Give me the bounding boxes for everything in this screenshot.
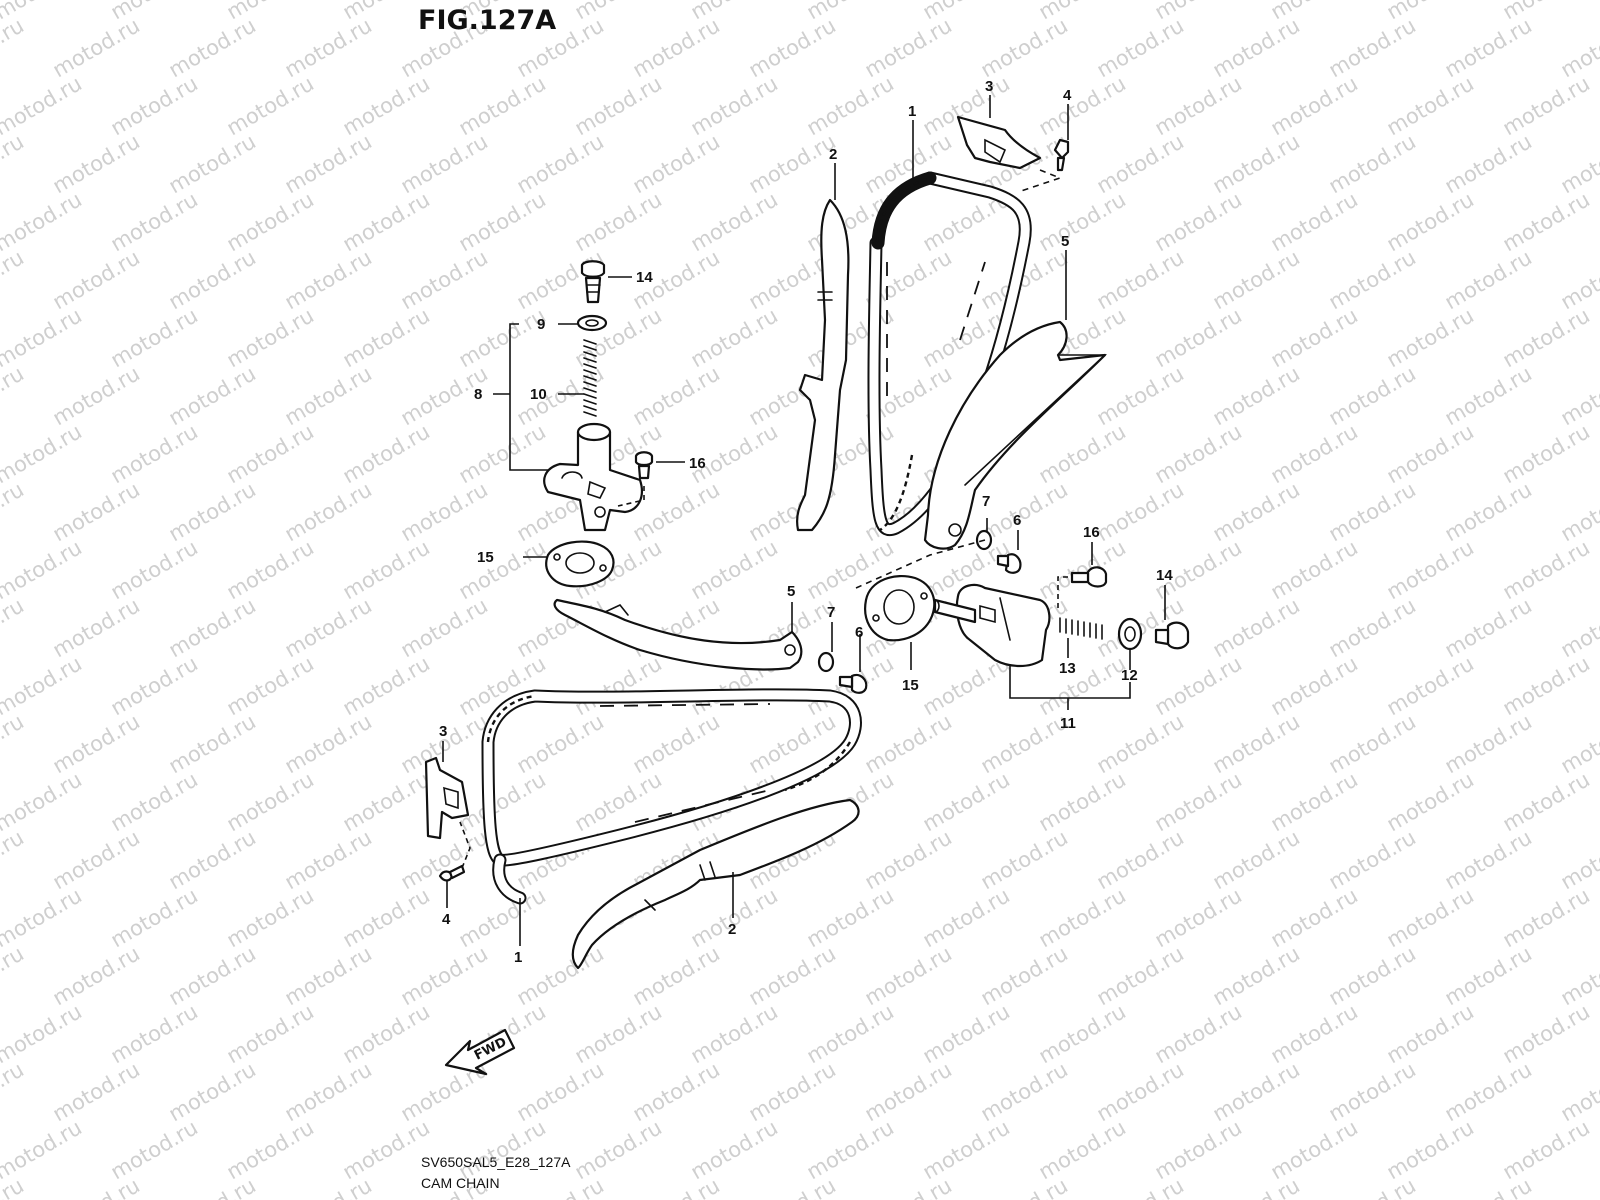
callout-8: 8 bbox=[474, 386, 482, 403]
callout-15-left: 15 bbox=[477, 549, 494, 566]
bolt-6-lower bbox=[838, 673, 868, 694]
tensioner-body-8 bbox=[543, 422, 643, 532]
callout-16-right: 16 bbox=[1083, 524, 1100, 541]
gasket-15-left bbox=[545, 540, 615, 588]
diagram-code: SV650SAL5_E28_127A bbox=[421, 1154, 571, 1170]
callout-1-upper: 1 bbox=[908, 103, 916, 120]
figure-title: FIG.127A bbox=[418, 5, 556, 36]
callout-2-lower: 2 bbox=[728, 921, 736, 938]
tensioner-bolt-14-left bbox=[580, 260, 606, 304]
callout-14-right: 14 bbox=[1156, 567, 1173, 584]
callout-3-upper: 3 bbox=[985, 78, 993, 95]
callout-9: 9 bbox=[537, 316, 545, 333]
callout-5-upper: 5 bbox=[1061, 233, 1069, 250]
callout-12: 12 bbox=[1121, 667, 1138, 684]
callout-7-lower: 7 bbox=[827, 604, 835, 621]
bolt-16-right bbox=[1057, 566, 1108, 612]
callout-13: 13 bbox=[1059, 660, 1076, 677]
callout-2-upper: 2 bbox=[829, 146, 837, 163]
callout-4-lower: 4 bbox=[442, 911, 451, 928]
forward-arrow-icon: FWD bbox=[444, 1028, 516, 1076]
tensioner-arm-upper bbox=[923, 320, 1108, 550]
callout-5-lower: 5 bbox=[787, 583, 795, 600]
chain-guide-lower bbox=[571, 798, 860, 970]
washer-9 bbox=[576, 314, 608, 332]
diagram-name: CAM CHAIN bbox=[421, 1175, 500, 1191]
callout-10: 10 bbox=[530, 386, 547, 403]
callout-labels: 1 2 3 4 5 14 9 8 10 16 15 7 6 16 14 5 7 … bbox=[439, 78, 1173, 966]
bolt-4-lower bbox=[438, 821, 471, 882]
chain-guide-upper bbox=[796, 198, 850, 532]
bolt-4-upper bbox=[1017, 138, 1070, 193]
callout-1-lower: 1 bbox=[514, 949, 522, 966]
spring-10 bbox=[583, 339, 597, 417]
callout-16-left: 16 bbox=[689, 455, 706, 472]
bolt-6-upper bbox=[996, 553, 1022, 574]
bolt-16-left bbox=[617, 451, 654, 507]
callout-11: 11 bbox=[1060, 715, 1076, 732]
leader-lines bbox=[442, 95, 1166, 946]
tensioner-body-11 bbox=[930, 583, 1051, 668]
callout-7-upper: 7 bbox=[982, 493, 990, 510]
callout-15-right: 15 bbox=[902, 677, 919, 694]
callout-4-upper: 4 bbox=[1063, 87, 1072, 104]
callout-6-upper: 6 bbox=[1013, 512, 1021, 529]
callout-6-lower: 6 bbox=[855, 624, 863, 641]
washer-7-lower bbox=[817, 651, 835, 673]
washer-12 bbox=[1117, 617, 1143, 651]
tensioner-arm-lower bbox=[553, 598, 803, 671]
bolt-14-right bbox=[1154, 621, 1190, 650]
callout-14-left: 14 bbox=[636, 269, 653, 286]
guide-bracket-upper bbox=[956, 115, 1042, 170]
gasket-15-right bbox=[864, 574, 936, 642]
cam-chain-lower bbox=[481, 688, 862, 905]
callout-3-lower: 3 bbox=[439, 723, 447, 740]
spring-13 bbox=[1059, 617, 1103, 640]
guide-bracket-lower bbox=[424, 756, 470, 840]
guide-line-upper bbox=[855, 539, 986, 589]
cam-chain-upper bbox=[867, 171, 1032, 536]
